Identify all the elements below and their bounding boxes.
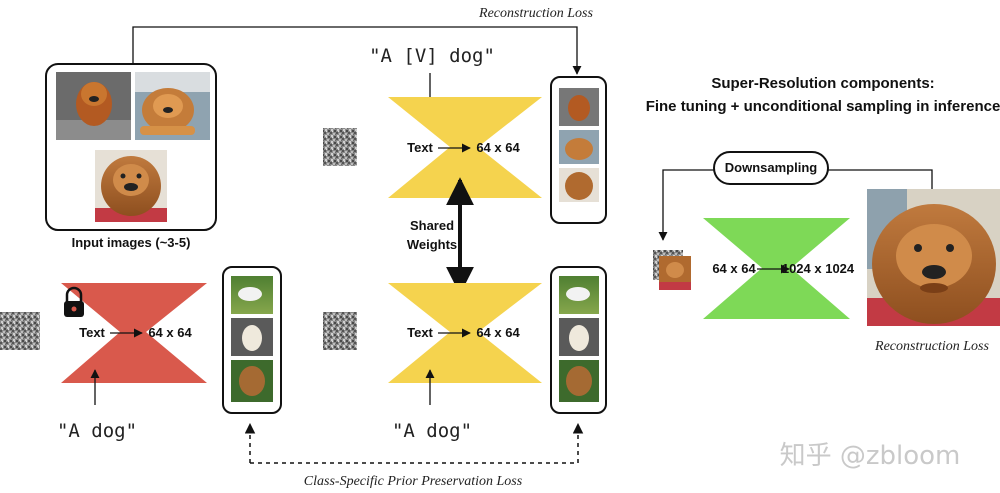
- input-image-1: [56, 72, 131, 140]
- noise-image-left: [0, 312, 40, 350]
- noise-image-top: [323, 128, 357, 166]
- prior-output-column: [222, 266, 282, 414]
- input-image-3: [95, 150, 167, 222]
- reconstruction-loss-right-label: Reconstruction Loss: [874, 339, 989, 354]
- frozen-network-output-label: 64 x 64: [148, 325, 192, 340]
- shared-weights-label-2: Weights: [407, 237, 457, 252]
- downsampling-label: Downsampling: [725, 160, 818, 175]
- superres-input-label: 64 x 64: [712, 261, 756, 276]
- input-images-panel: [45, 63, 217, 231]
- watermark: 知乎 @zbloom: [780, 441, 961, 471]
- sr-title-line-1: Super-Resolution components:: [711, 75, 934, 92]
- downsampling-path-left: [658, 169, 714, 241]
- bottom-diffusion-network: Text 64 x 64: [388, 283, 542, 383]
- low-res-image-stack: [653, 250, 691, 290]
- top-output-column: [550, 76, 607, 224]
- top-network-input-label: Text: [407, 140, 433, 155]
- superres-output-label: 1024 x 1024: [782, 261, 855, 276]
- bottom-network-input-label: Text: [407, 325, 433, 340]
- input-images-label: Input images (~3-5): [72, 235, 191, 250]
- frozen-network-input-label: Text: [79, 325, 105, 340]
- frozen-diffusion-network: Text 64 x 64: [61, 283, 207, 383]
- bottom-output-column: [550, 266, 607, 414]
- downsampling-path-right: [828, 169, 933, 189]
- prompt-v-dog: "A [V] dog": [369, 45, 495, 67]
- input-image-2: [135, 72, 210, 140]
- class-prior-loss-label: Class-Specific Prior Preservation Loss: [304, 474, 523, 489]
- prompt-dog-mid: "A dog": [392, 420, 472, 442]
- bottom-network-output-label: 64 x 64: [476, 325, 520, 340]
- superres-network: 64 x 64 1024 x 1024: [703, 218, 855, 319]
- lock-icon: [64, 286, 84, 317]
- prompt-dog-left: "A dog": [57, 420, 137, 442]
- sr-title-line-2: Fine tuning + unconditional sampling in …: [646, 98, 1000, 115]
- top-network-output-label: 64 x 64: [476, 140, 520, 155]
- high-res-output-image: [867, 189, 1000, 326]
- reconstruction-loss-top-label: Reconstruction Loss: [478, 6, 593, 21]
- top-diffusion-network: Text 64 x 64: [388, 97, 542, 198]
- shared-weights-label-1: Shared: [410, 218, 454, 233]
- reconstruction-loss-path: [132, 26, 582, 75]
- downsampling-box: Downsampling: [713, 151, 829, 185]
- noise-image-bottom: [323, 312, 357, 350]
